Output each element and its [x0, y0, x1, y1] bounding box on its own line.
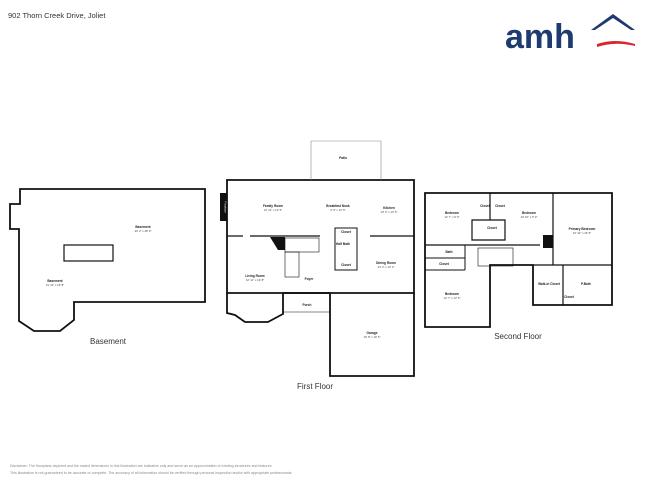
room-name: Closet	[480, 204, 491, 208]
fireplace-label: Fireplace	[224, 201, 228, 213]
room-name: Walk-in Closet	[538, 282, 561, 286]
room-name: Half Bath	[336, 242, 350, 246]
disclaimer-line: This illustration is not guaranteed to b…	[10, 471, 293, 475]
svg-text:amh: amh	[505, 18, 575, 54]
room-name: Bedroom	[445, 292, 459, 296]
room-name: Closet	[487, 226, 498, 230]
room-dims: 12' 7" x 9' 9"	[444, 215, 459, 219]
room-name: Dining Room	[376, 261, 396, 265]
room-name: Breakfast Nook	[326, 204, 350, 208]
floor-label: Basement	[90, 337, 127, 346]
room-name: Closet	[564, 295, 575, 299]
room-name: Bedroom	[445, 211, 459, 215]
room-name: Primary Bedroom	[569, 227, 596, 231]
fireplace	[220, 193, 227, 221]
disclaimer-line: Disclaimer: The floorplans depicted and …	[10, 464, 273, 468]
room-name: P.Bath	[581, 282, 591, 286]
second-floor-plan	[424, 192, 613, 328]
room-name: Bath	[445, 250, 452, 254]
room-name: Basement	[135, 225, 151, 229]
basement-plan	[9, 188, 206, 332]
floor-label: Second Floor	[494, 332, 542, 341]
room-dims: 40' 2" x 28' 9"	[135, 229, 152, 233]
room-name: Family Room	[263, 204, 283, 208]
room-name: Closet	[341, 263, 352, 267]
room-dims: 21' 11" x 19' 8"	[46, 283, 64, 287]
room-dims: 13' 2" x 13' 2"	[378, 265, 395, 269]
amh-logo: amh	[505, 14, 635, 54]
room-dims: 21' 11" x 13' 5"	[264, 208, 282, 212]
room-dims: 9' 9" x 13' 5"	[330, 208, 345, 212]
room-name: Closet	[341, 230, 352, 234]
room-name: Patio	[339, 156, 347, 160]
room-name: Kitchen	[383, 206, 395, 210]
room-dims: 19' 8" x 19' 5"	[364, 335, 381, 339]
room-name: Closet	[439, 262, 450, 266]
room-dims: 13' 3" x 13' 5"	[381, 210, 398, 214]
room-name: Closet	[495, 204, 506, 208]
property-address: 902 Thorn Creek Drive, Joliet	[8, 11, 106, 20]
room-name: Basement	[47, 279, 63, 283]
floor-label: First Floor	[297, 382, 333, 391]
room-dims: 12' 7" x 13' 5"	[444, 296, 461, 300]
room-name: Living Room	[245, 274, 264, 278]
room-dims: 15' 10" x 16' 8"	[573, 231, 591, 235]
room-dims: 10' 10" x 9' 9"	[521, 215, 538, 219]
room-name: Bedroom	[522, 211, 536, 215]
room-name: Garage	[367, 331, 378, 335]
room-name: Porch	[302, 303, 311, 307]
room-dims: 12' 11" x 19' 8"	[246, 278, 264, 282]
room-name: Foyer	[305, 277, 314, 281]
first-floor-plan	[220, 140, 415, 377]
